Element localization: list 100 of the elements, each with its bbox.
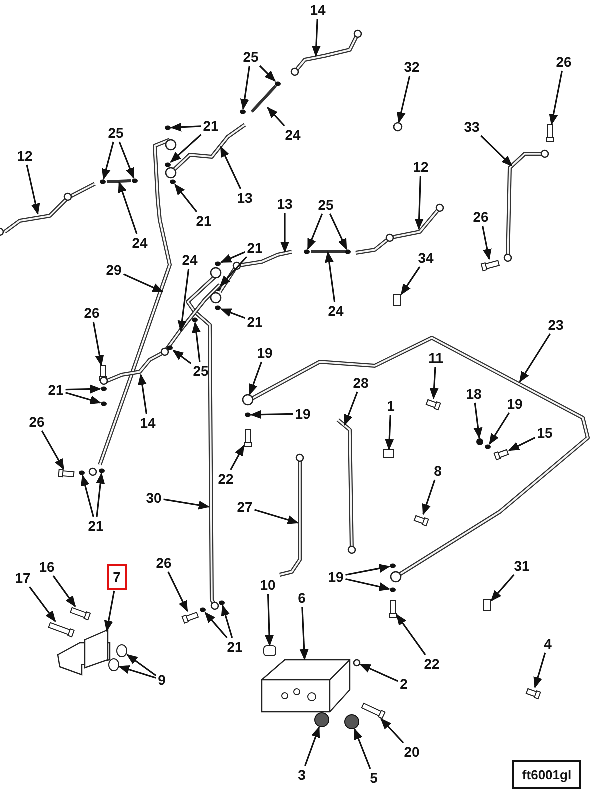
leader-arrow	[123, 274, 164, 293]
callout-number: 18	[465, 386, 483, 402]
callout-number: 7	[107, 564, 127, 590]
leader-arrow	[230, 444, 245, 470]
callout-number: 12	[412, 159, 430, 175]
callout-number: 21	[47, 382, 65, 398]
leader-arrow	[549, 70, 564, 126]
banjo-fitting	[210, 267, 222, 279]
bolt	[58, 469, 75, 478]
callout-number: 24	[327, 303, 345, 319]
callout-number: 22	[217, 471, 235, 487]
seal-ring	[390, 588, 396, 592]
clip	[394, 294, 402, 306]
leader-arrow	[490, 574, 515, 602]
spacer	[264, 646, 276, 656]
callout-number: 25	[317, 197, 335, 213]
leader-arrow	[344, 392, 358, 426]
callout-number: 27	[236, 499, 254, 515]
seal-ring	[192, 318, 198, 322]
fitting-nut	[314, 712, 330, 728]
callout-number: 25	[192, 363, 210, 379]
leader-arrow	[400, 266, 421, 296]
callout-number: 14	[139, 415, 157, 431]
leader-arrow	[489, 412, 510, 446]
leader-arrow	[66, 384, 102, 394]
seal-ring	[245, 412, 251, 418]
bolt	[494, 449, 510, 461]
callout-number: 17	[14, 570, 32, 586]
callout-number: 25	[242, 49, 260, 65]
leader-arrow	[259, 65, 276, 82]
leader-arrow	[280, 213, 290, 254]
banjo-fitting	[165, 167, 177, 179]
leader-arrow	[346, 564, 391, 576]
bolt	[70, 607, 92, 621]
callout-number: 30	[145, 490, 163, 506]
bolt	[244, 430, 252, 448]
leader-arrow	[346, 578, 391, 592]
leader-arrow	[126, 654, 157, 676]
leader-arrow	[118, 142, 135, 180]
callout-number: 33	[463, 119, 481, 135]
callout-number: 3	[297, 767, 307, 783]
leader-arrow	[304, 726, 320, 766]
bolt	[426, 399, 442, 411]
callout-number: 29	[105, 262, 123, 278]
bent-tube	[356, 206, 442, 255]
callout-number: 1	[386, 398, 396, 414]
leader-arrow	[474, 402, 483, 440]
callout-number: 26	[472, 209, 490, 225]
callout-number: 21	[195, 213, 213, 229]
callout-number: 22	[423, 656, 441, 672]
leader-arrow	[118, 665, 156, 679]
callout-number: 28	[352, 375, 370, 391]
callout-number: 15	[536, 425, 554, 441]
banjo-fitting	[165, 139, 177, 151]
bolt	[480, 260, 500, 272]
leader-arrow	[138, 374, 148, 414]
leader-arrow	[164, 498, 210, 510]
leader-arrow	[329, 214, 348, 250]
seal-ring	[304, 250, 310, 254]
leader-arrow	[174, 184, 198, 212]
leader-arrow	[380, 718, 404, 744]
seal-ring	[167, 346, 173, 350]
leader-arrow	[172, 350, 192, 364]
leader-arrow	[430, 366, 439, 400]
leader-arrow	[170, 134, 202, 163]
seal-ring	[170, 180, 176, 184]
callout-number: 31	[513, 558, 531, 574]
callout-number: 23	[547, 317, 565, 333]
seal-ring	[99, 468, 105, 474]
callout-number: 21	[246, 314, 264, 330]
leader-arrow	[480, 135, 513, 167]
leader-arrow	[80, 474, 94, 518]
leader-arrow	[204, 612, 228, 639]
callout-number: 13	[236, 190, 254, 206]
bolt	[182, 612, 200, 624]
seal-ring	[240, 110, 246, 114]
bolt	[389, 600, 397, 618]
callout-number: 21	[87, 518, 105, 534]
leader-arrow	[168, 572, 188, 612]
callout-number: 16	[38, 559, 56, 575]
callout-number: 21	[246, 240, 264, 256]
leader-arrow	[118, 181, 138, 234]
leader-arrow	[354, 728, 372, 770]
leader-arrow	[250, 410, 294, 420]
callout-number: 10	[259, 577, 277, 593]
spacer	[116, 644, 128, 658]
callout-number: 26	[555, 54, 573, 70]
callout-number: 26	[28, 414, 46, 430]
callout-number: 19	[294, 406, 312, 422]
seal-ring	[345, 250, 351, 254]
callout-number: 14	[309, 2, 327, 18]
callout-number: 13	[276, 196, 294, 212]
leader-arrow	[396, 614, 426, 656]
leader-arrow	[519, 334, 551, 383]
callout-number: 20	[403, 744, 421, 760]
banjo-fitting	[242, 394, 254, 406]
callout-number: 21	[202, 118, 220, 134]
leader-arrow	[482, 226, 492, 260]
seal-ring	[79, 470, 85, 476]
leader-arrow	[220, 308, 246, 320]
